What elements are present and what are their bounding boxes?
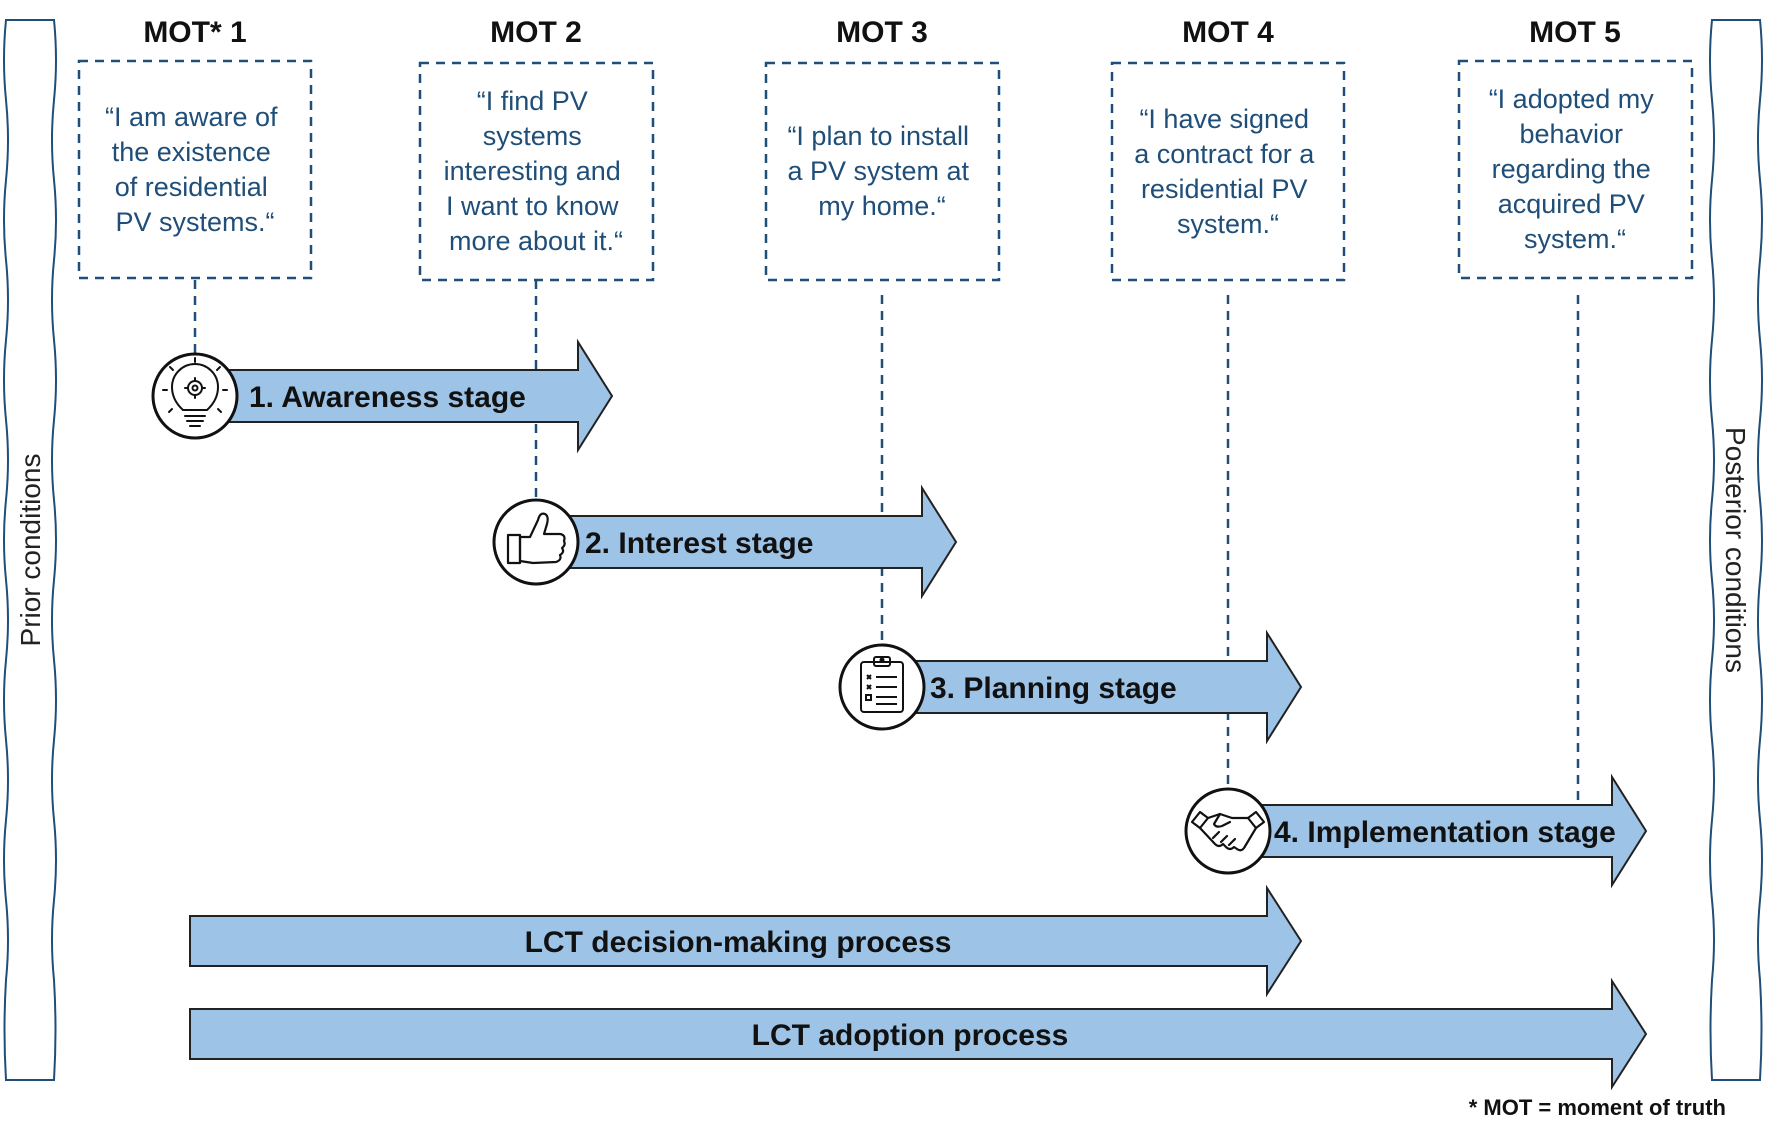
- quote-line: systems: [483, 121, 582, 151]
- quote-line: “I have signed: [1139, 104, 1309, 134]
- mot-1-title: MOT* 1: [143, 16, 246, 49]
- quote-line: regarding the: [1492, 154, 1651, 184]
- lightbulb-gear-icon: [151, 352, 239, 440]
- quote-boxes: [77, 59, 1694, 282]
- posterior-conditions-frame: Posterior conditions: [1709, 19, 1763, 1081]
- process-arrows: [189, 884, 1648, 1091]
- quote-line: “I plan to install: [787, 121, 969, 151]
- implementation-stage-arrow: [1227, 773, 1648, 889]
- mot-1-quote-box: [77, 59, 313, 280]
- prior-conditions-frame: Prior conditions: [3, 19, 57, 1081]
- mot-1-quote: “I am aware of the existence of resident…: [105, 102, 285, 237]
- prior-conditions-label: Prior conditions: [15, 454, 46, 647]
- implementation-stage-label: 4. Implementation stage: [1274, 816, 1616, 849]
- decision-making-process-label: LCT decision-making process: [525, 926, 952, 959]
- handshake-icon: [1184, 787, 1272, 875]
- quote-line: the existence: [112, 137, 271, 167]
- mot-2-quote: “I find PV systems interesting and I wan…: [444, 86, 629, 256]
- quote-line: a contract for a: [1134, 139, 1315, 169]
- mot-5-title: MOT 5: [1529, 16, 1621, 49]
- mot-5-quote: “I adopted my behavior regarding the acq…: [1489, 84, 1662, 254]
- mot-4-title: MOT 4: [1182, 16, 1274, 49]
- mot-3-title: MOT 3: [836, 16, 928, 49]
- stage-arrows: [194, 338, 1648, 889]
- planning-stage-label: 3. Planning stage: [930, 672, 1177, 705]
- adoption-process-label: LCT adoption process: [752, 1019, 1069, 1052]
- interest-stage-label: 2. Interest stage: [585, 527, 813, 560]
- quote-line: a PV system at: [787, 156, 969, 186]
- thumbs-up-icon: [492, 498, 580, 586]
- posterior-conditions-label: Posterior conditions: [1720, 427, 1751, 673]
- quote-line: residential PV: [1141, 174, 1308, 204]
- footnote: * MOT = moment of truth: [1469, 1095, 1726, 1120]
- decision-making-process-arrow: [189, 884, 1303, 998]
- quote-line: interesting and: [444, 156, 621, 186]
- clipboard-checklist-icon: [838, 643, 926, 731]
- quote-line: more about it.“: [449, 226, 623, 256]
- quote-line: “I adopted my: [1489, 84, 1655, 114]
- quote-line: behavior: [1519, 119, 1623, 149]
- awareness-stage-arrow: [194, 338, 614, 454]
- quote-line: PV systems.“: [115, 207, 274, 237]
- mot-2-quote-box: [418, 61, 655, 282]
- quote-line: my home.“: [818, 191, 946, 221]
- adoption-process-arrow: [189, 977, 1648, 1091]
- quote-line: I want to know: [446, 191, 619, 221]
- mot-4-quote-box: [1110, 61, 1346, 282]
- mot-5-quote-box: [1457, 59, 1694, 280]
- quote-line: “I am aware of: [105, 102, 278, 132]
- quote-line: “I find PV: [477, 86, 588, 116]
- mot-3-quote: “I plan to install a PV system at my hom…: [787, 121, 976, 221]
- mot-4-quote: “I have signed a contract for a resident…: [1134, 104, 1322, 239]
- mot-2-title: MOT 2: [490, 16, 582, 49]
- mot-connectors: [193, 280, 1580, 808]
- mot-3-quote-box: [764, 61, 1001, 282]
- quote-line: system.“: [1524, 224, 1626, 254]
- awareness-stage-label: 1. Awareness stage: [249, 381, 526, 414]
- planning-stage-arrow: [881, 629, 1303, 745]
- quote-line: acquired PV: [1498, 189, 1645, 219]
- interest-stage-arrow: [535, 484, 958, 600]
- quote-line: system.“: [1177, 209, 1279, 239]
- quote-line: of residential: [115, 172, 268, 202]
